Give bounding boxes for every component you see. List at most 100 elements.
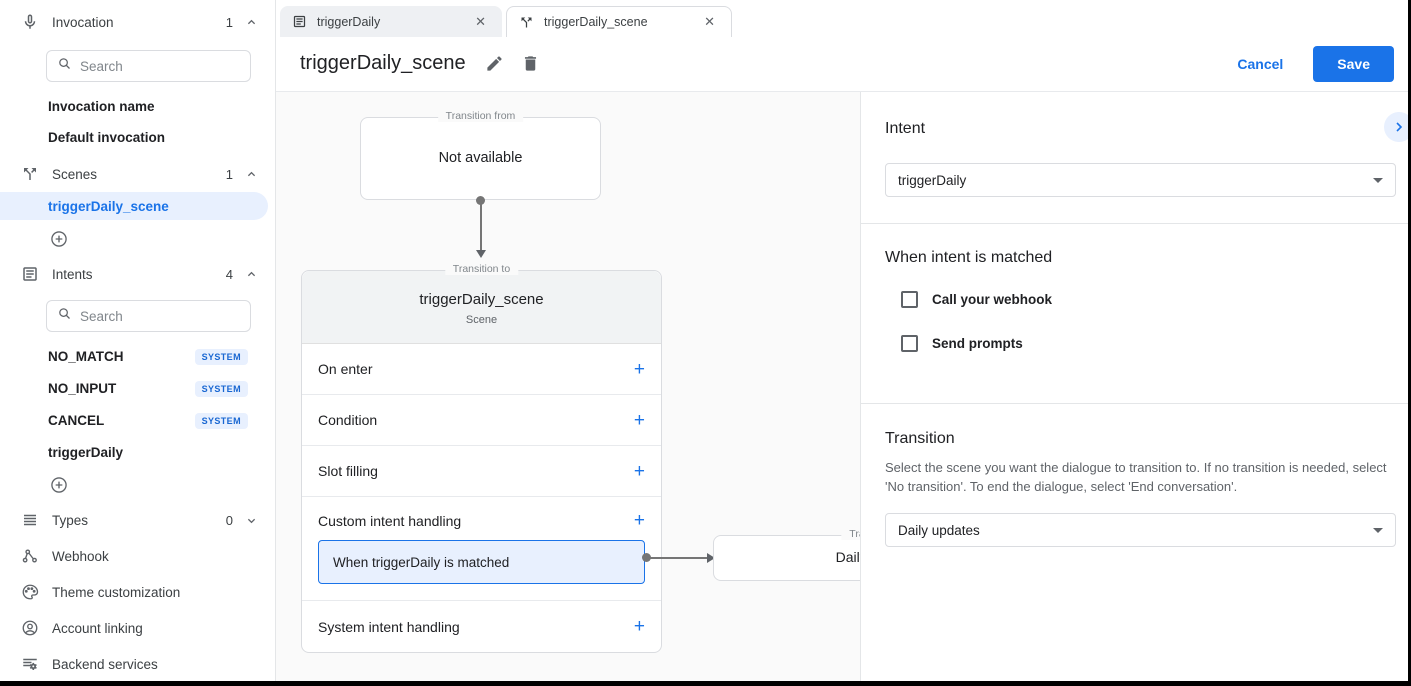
search-icon: [57, 306, 72, 326]
node-legend: Transition to: [444, 263, 519, 275]
connector-line: [650, 556, 707, 559]
add-plus-icon[interactable]: +: [633, 460, 645, 482]
intents-search[interactable]: [46, 300, 251, 332]
webhook-graph-icon: [20, 546, 40, 566]
row-condition[interactable]: Condition +: [302, 395, 661, 446]
connector-dot: [476, 196, 485, 205]
section-count: 0: [225, 512, 233, 528]
row-slot-filling[interactable]: Slot filling +: [302, 446, 661, 497]
scene-node-title: triggerDaily_scene: [419, 291, 544, 308]
palette-icon: [20, 582, 40, 602]
types-lines-icon: [20, 510, 40, 530]
sidebar-section-intents[interactable]: Intents 4: [0, 262, 275, 286]
cancel-button[interactable]: Cancel: [1221, 48, 1299, 80]
send-prompts-checkbox-row[interactable]: Send prompts: [887, 335, 1023, 352]
search-icon: [57, 56, 72, 76]
scene-split-icon: [20, 164, 40, 184]
sidebar-item-triggerdaily-intent[interactable]: triggerDaily: [48, 445, 124, 460]
section-count: 1: [225, 14, 233, 30]
transition-from-node[interactable]: Transition from Not available: [360, 110, 601, 200]
scene-split-icon: [519, 15, 534, 30]
sidebar-section-invocation[interactable]: Invocation 1: [0, 10, 275, 34]
scene-node[interactable]: Transition to triggerDaily_scene Scene O…: [301, 263, 662, 653]
system-badge: SYSTEM: [194, 413, 248, 429]
section-label: Account linking: [52, 620, 143, 636]
sidebar-item-invocation-name[interactable]: Invocation name: [48, 99, 155, 114]
sidebar-section-backend-services[interactable]: Backend services: [0, 652, 275, 676]
sidebar-item-no-input[interactable]: NO_INPUT: [48, 381, 117, 396]
sidebar-section-types[interactable]: Types 0: [0, 508, 275, 532]
node-text: Daily updates: [835, 549, 860, 565]
intent-heading: Intent: [885, 120, 926, 137]
connector-dot: [642, 553, 651, 562]
checkbox-unchecked-icon[interactable]: [901, 335, 918, 352]
sidebar-item-cancel-intent[interactable]: CANCEL: [48, 413, 105, 428]
microphone-icon: [20, 12, 40, 32]
sidebar-section-account-linking[interactable]: Account linking: [0, 616, 275, 640]
transition-description: Select the scene you want the dialogue t…: [885, 460, 1387, 494]
add-plus-icon[interactable]: +: [633, 616, 645, 637]
chevron-up-icon[interactable]: [243, 266, 259, 282]
backend-services-icon: [20, 654, 40, 674]
tab-triggerdaily-scene[interactable]: triggerDaily_scene ✕: [506, 6, 732, 37]
add-plus-icon[interactable]: +: [633, 358, 645, 380]
sidebar-item-triggerdaily-scene[interactable]: triggerDaily_scene: [0, 192, 268, 220]
sidebar-item-default-invocation[interactable]: Default invocation: [48, 130, 166, 145]
add-intent-button[interactable]: [49, 475, 69, 495]
scene-flow-canvas[interactable]: Transition from Not available Transition…: [276, 92, 860, 681]
node-legend: Transition to: [841, 528, 860, 540]
system-badge: SYSTEM: [194, 349, 248, 365]
close-icon[interactable]: ✕: [475, 13, 486, 29]
section-label: Webhook: [52, 548, 109, 564]
invocation-search[interactable]: [46, 50, 251, 82]
tab-bar: triggerDaily ✕ triggerDaily_scene ✕: [276, 0, 1408, 37]
node-legend: Transition from: [437, 110, 524, 122]
row-on-enter[interactable]: On enter +: [302, 344, 661, 395]
chevron-up-icon[interactable]: [243, 14, 259, 30]
sidebar: Invocation 1 Invocation name Default inv…: [0, 0, 276, 681]
invocation-search-input[interactable]: [80, 58, 220, 74]
add-plus-icon[interactable]: +: [633, 409, 645, 431]
call-webhook-checkbox-row[interactable]: Call your webhook: [887, 291, 1052, 308]
section-count: 1: [225, 166, 233, 182]
sidebar-item-no-match[interactable]: NO_MATCH: [48, 349, 124, 364]
sidebar-section-webhook[interactable]: Webhook: [0, 544, 275, 568]
row-custom-intent-handling[interactable]: Custom intent handling + When triggerDai…: [302, 497, 661, 601]
selected-intent-handler[interactable]: When triggerDaily is matched: [318, 540, 645, 584]
page-header: triggerDaily_scene Cancel Save: [276, 36, 1408, 92]
scene-node-subtitle: Scene: [465, 314, 498, 326]
intent-select[interactable]: triggerDaily: [885, 163, 1396, 197]
tab-triggerdaily[interactable]: triggerDaily ✕: [280, 6, 502, 37]
section-label: Invocation: [52, 14, 114, 30]
transition-target-node[interactable]: Transition to Daily updates: [713, 528, 860, 581]
divider: [861, 223, 1408, 224]
transition-heading: Transition: [885, 430, 955, 447]
scene-node-header[interactable]: triggerDaily_scene Scene: [302, 271, 661, 344]
checkbox-unchecked-icon[interactable]: [901, 291, 918, 308]
edit-pencil-icon[interactable]: [484, 53, 506, 75]
dropdown-caret-icon: [1373, 527, 1383, 533]
arrowhead-down-icon: [475, 250, 486, 258]
row-system-intent-handling[interactable]: System intent handling +: [318, 616, 645, 637]
transition-select[interactable]: Daily updates: [885, 513, 1396, 547]
add-plus-icon[interactable]: +: [633, 510, 645, 531]
sidebar-section-theme[interactable]: Theme customization: [0, 580, 275, 604]
delete-trash-icon[interactable]: [520, 53, 542, 75]
save-button[interactable]: Save: [1313, 45, 1394, 82]
section-label: Backend services: [52, 656, 158, 672]
chevron-down-icon[interactable]: [243, 512, 259, 528]
close-icon[interactable]: ✕: [704, 14, 715, 29]
collapse-panel-button[interactable]: [1384, 112, 1408, 142]
section-label: Types: [52, 512, 89, 528]
chevron-up-icon[interactable]: [243, 166, 259, 182]
connector-line: [479, 204, 482, 250]
intents-list-icon: [292, 14, 307, 29]
intents-list-icon: [20, 264, 40, 284]
sidebar-section-scenes[interactable]: Scenes 1: [0, 162, 275, 186]
add-scene-button[interactable]: [49, 229, 69, 249]
arrowhead-right-icon: [707, 552, 715, 563]
intent-detail-panel: Intent triggerDaily When intent is match…: [860, 92, 1408, 681]
intents-search-input[interactable]: [80, 308, 220, 324]
